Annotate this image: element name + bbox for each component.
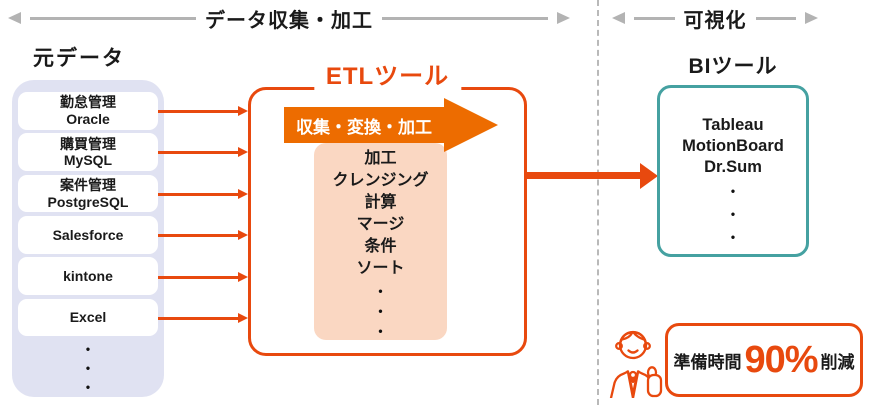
source-item-label: kintone [63,267,113,284]
source-item-label: Excel [69,309,107,326]
header-line [634,16,675,20]
source-item-kintone: kintone [18,257,158,296]
source-item-label: 勤怠管理 [60,94,116,111]
bi-ellipsis: • • • [660,180,806,249]
source-data-panel: 勤怠管理 Oracle 購買管理 MySQL 案件管理 PostgreSQL S… [12,80,164,397]
etl-banner-label: 収集・変換・加工 [296,117,432,137]
time-reduction-badge: 準備時間 90% 削減 [665,323,863,397]
badge-prefix: 準備時間 [673,352,742,372]
ellipsis-dot: • [378,304,383,318]
ellipsis-dot: • [378,324,383,338]
ellipsis-dot: • [85,360,91,375]
source-item-salesforce: Salesforce [18,215,158,254]
operator-person-icon [609,330,663,398]
bi-tool-item: Dr.Sum [704,158,762,176]
source-data-title: 元データ [33,47,125,70]
etl-ellipsis: • • • [314,281,447,341]
source-item-sublabel: MySQL [63,152,113,169]
etl-box: ETLツール 加工 クレンジング 計算 マージ 条件 ソート • • • 収集・… [248,61,527,356]
header-line [755,16,796,20]
source-item-sublabel: PostgreSQL [47,193,129,210]
source-item-postgresql: 案件管理 PostgreSQL [18,174,158,213]
source-to-etl-arrow [158,105,248,116]
source-item-label: Salesforce [52,226,124,243]
etl-operation: マージ [356,216,405,233]
source-ellipsis: • • • [86,340,90,397]
phase-header-visualization: 可視化 [612,5,818,32]
source-item-excel: Excel [18,298,158,337]
etl-operation: 条件 [364,238,397,255]
phase-header-collection-label: データ収集・加工 [205,9,373,32]
etl-to-bi-arrow [527,162,658,189]
arrow-left-icon [8,12,21,24]
etl-operation: 計算 [364,194,397,211]
phase-header-collection: データ収集・加工 [8,5,570,32]
ellipsis-dot: • [85,341,91,356]
source-to-etl-arrow [158,147,248,157]
ellipsis-dot: • [378,284,383,298]
etl-operation: クレンジング [332,172,429,189]
etl-operation: 加工 [364,150,397,167]
badge-value: 90% [744,338,818,381]
arrow-left-icon [612,12,625,24]
etl-title: ETLツール [313,61,462,92]
etl-banner-arrow: 収集・変換・加工 [284,98,498,152]
phase-divider-dashed-line [597,0,599,405]
source-to-etl-arrow [158,313,248,323]
source-item-label: 購買管理 [60,135,116,152]
source-to-etl-arrow [158,271,248,282]
bi-tool-item: Tableau [702,116,764,134]
bi-title: BIツール [688,55,778,78]
phase-header-visualization-label: 可視化 [683,9,747,32]
source-item-mysql: 購買管理 MySQL [18,133,158,172]
source-item-oracle: 勤怠管理 Oracle [18,92,158,130]
bi-box: Tableau MotionBoard Dr.Sum • • • [657,85,809,257]
source-item-sublabel: Oracle [66,110,110,127]
bi-tool-item: MotionBoard [682,137,784,155]
header-line [382,16,548,20]
arrow-right-icon [557,12,570,24]
ellipsis-dot: • [730,207,736,221]
etl-operation: ソート [356,260,405,277]
source-to-etl-arrow [158,188,248,199]
ellipsis-dot: • [730,184,736,198]
etl-operations-panel: 加工 クレンジング 計算 マージ 条件 ソート • • • [314,143,447,340]
ellipsis-dot: • [85,379,91,394]
arrow-right-icon [805,12,818,24]
ellipsis-dot: • [730,230,736,244]
source-item-label: 案件管理 [60,177,116,194]
header-line [30,16,196,20]
source-to-etl-arrow [158,230,248,240]
badge-suffix: 削減 [820,352,855,372]
